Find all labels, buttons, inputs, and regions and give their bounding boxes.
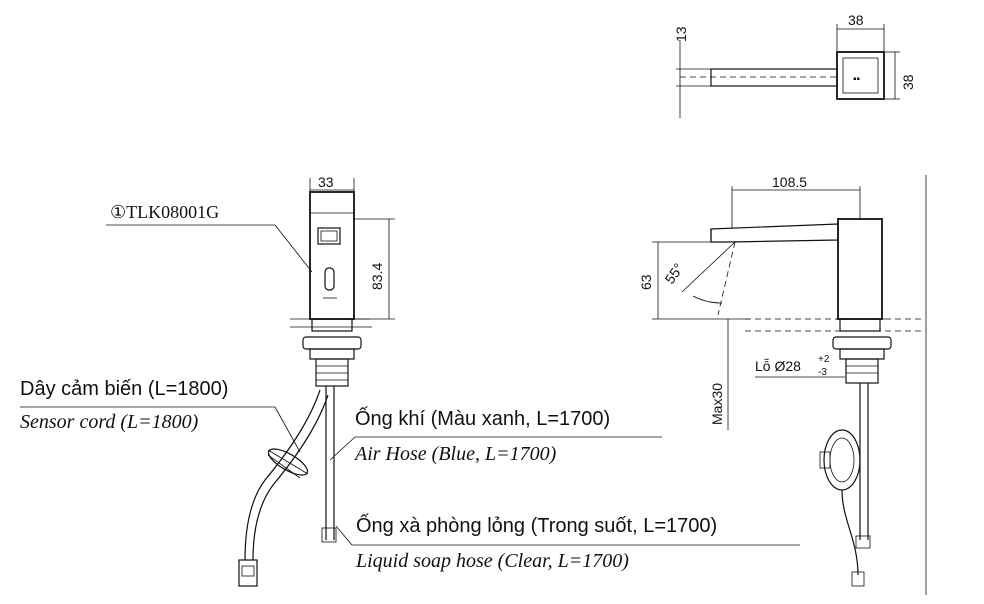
- soap-hose-en: Liquid soap hose (Clear, L=1700): [355, 550, 629, 572]
- sensor-cord-vi: Dây cảm biến (L=1800): [20, 378, 228, 400]
- angle-dim: 55°: [661, 260, 686, 287]
- front-view: 33 83.4 ①TLK08001G: [106, 174, 395, 587]
- logo-mark: ▪▪: [853, 74, 861, 85]
- air-hose-vi: Ống khí (Màu xanh, L=1700): [355, 406, 610, 430]
- sensor-cord-callout: Dây cảm biến (L=1800) Sensor cord (L=180…: [20, 378, 301, 453]
- air-hose-callout: Ống khí (Màu xanh, L=1700) Air Hose (Blu…: [329, 406, 662, 465]
- front-height-dim: 83.4: [369, 263, 385, 290]
- front-width-dim: 33: [318, 174, 334, 190]
- side-view: 108.5 63 55° Max30 Lỗ Ø28 +2 -3: [638, 174, 927, 595]
- top-height-dim: 13: [673, 26, 689, 42]
- top-depth-dim: 38: [900, 74, 916, 90]
- hole-tol-plus: +2: [818, 354, 830, 365]
- top-width-dim: 38: [848, 12, 864, 28]
- side-length-dim: 108.5: [772, 174, 807, 190]
- soap-hose-callout: Ống xà phòng lỏng (Trong suốt, L=1700) L…: [335, 513, 800, 572]
- soap-hose-vi: Ống xà phòng lỏng (Trong suốt, L=1700): [356, 513, 717, 537]
- air-hose-en: Air Hose (Blue, L=1700): [353, 443, 557, 465]
- sensor-cord-en: Sensor cord (L=1800): [20, 411, 199, 433]
- top-view: ▪▪ 13 38 38: [673, 12, 916, 118]
- hole-tol-minus: -3: [818, 367, 827, 378]
- max-thickness-dim: Max30: [709, 383, 725, 425]
- side-height-dim: 63: [638, 274, 654, 290]
- model-label: ①TLK08001G: [110, 202, 219, 222]
- hole-dim: Lỗ Ø28: [755, 358, 801, 374]
